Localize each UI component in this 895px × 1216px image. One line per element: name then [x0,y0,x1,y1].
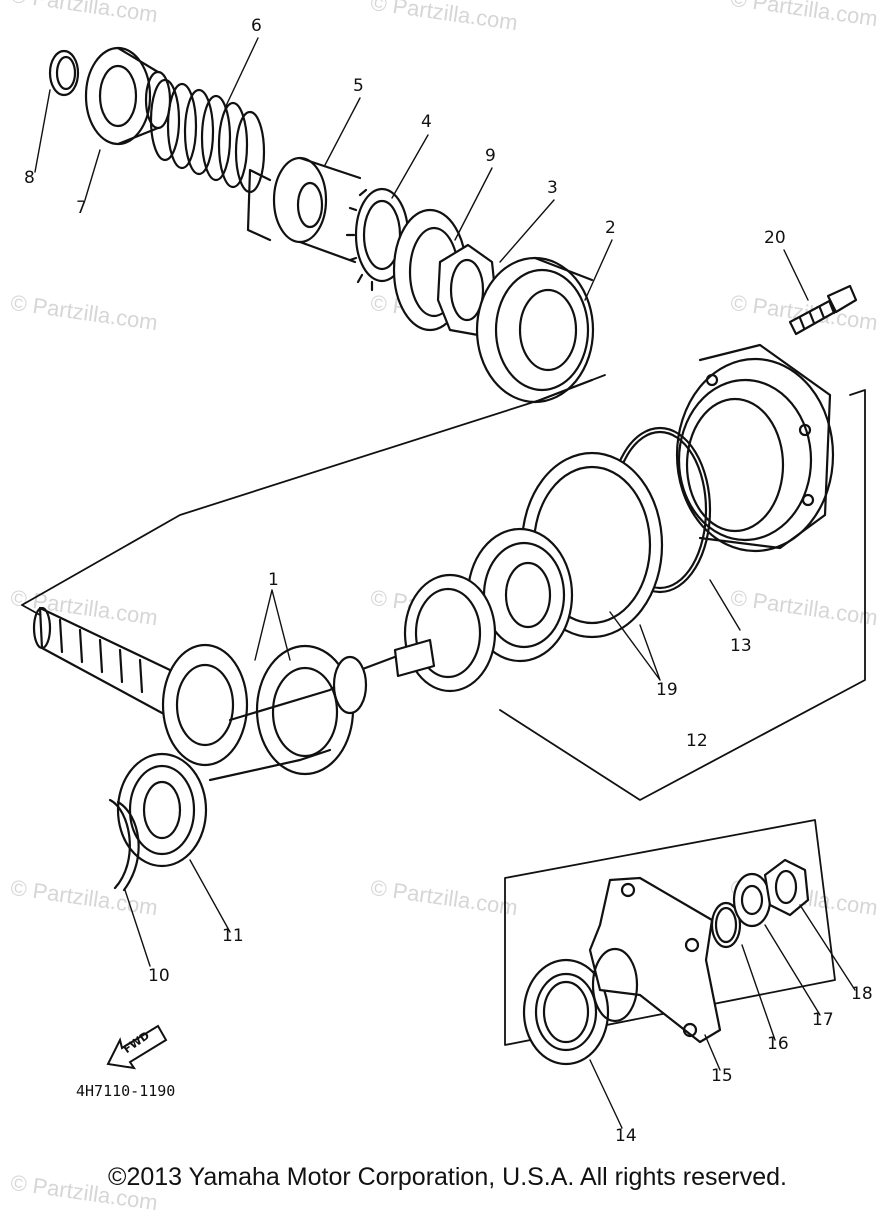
o-ring-16 [710,901,742,949]
callout-19: 19 [656,680,678,700]
spring-6 [149,78,266,194]
flange-15 [588,876,722,1044]
callout-20: 20 [764,228,786,248]
callout-14: 14 [615,1126,637,1146]
callout-4: 4 [421,112,432,132]
gear-collar [403,573,497,693]
callout-17: 17 [812,1010,834,1030]
callout-7: 7 [76,198,87,218]
callout-9: 9 [485,146,496,166]
callout-3: 3 [547,178,558,198]
bearing-11 [116,752,208,868]
fwd-arrow-icon [106,1024,168,1070]
circlip-10 [108,798,140,892]
housing [675,343,835,553]
sleeve-5 [246,156,362,264]
callout-1: 1 [268,570,279,590]
washer-17 [732,872,772,928]
callout-16: 16 [767,1034,789,1054]
part-code: 4H7110-1190 [76,1082,176,1100]
bearing-2 [475,256,595,404]
callout-5: 5 [353,76,364,96]
callout-12: 12 [686,731,708,751]
callout-15: 15 [711,1066,733,1086]
callout-6: 6 [251,16,262,36]
callout-13: 13 [730,636,752,656]
copyright-notice: ©2013 Yamaha Motor Corporation, U.S.A. A… [108,1163,787,1191]
collar-7 [84,46,172,146]
callout-11: 11 [222,926,244,946]
bolt-20 [788,284,858,336]
callout-18: 18 [851,984,873,1004]
seal-14 [522,958,610,1066]
bracket-bottom [504,819,836,1046]
callout-10: 10 [148,966,170,986]
circlip-8 [48,49,80,97]
leader-lines [34,37,856,1129]
callout-2: 2 [605,218,616,238]
nut-18 [763,858,810,917]
callout-8: 8 [24,168,35,188]
shaft-1 [32,606,436,782]
bracket-right [499,389,866,801]
